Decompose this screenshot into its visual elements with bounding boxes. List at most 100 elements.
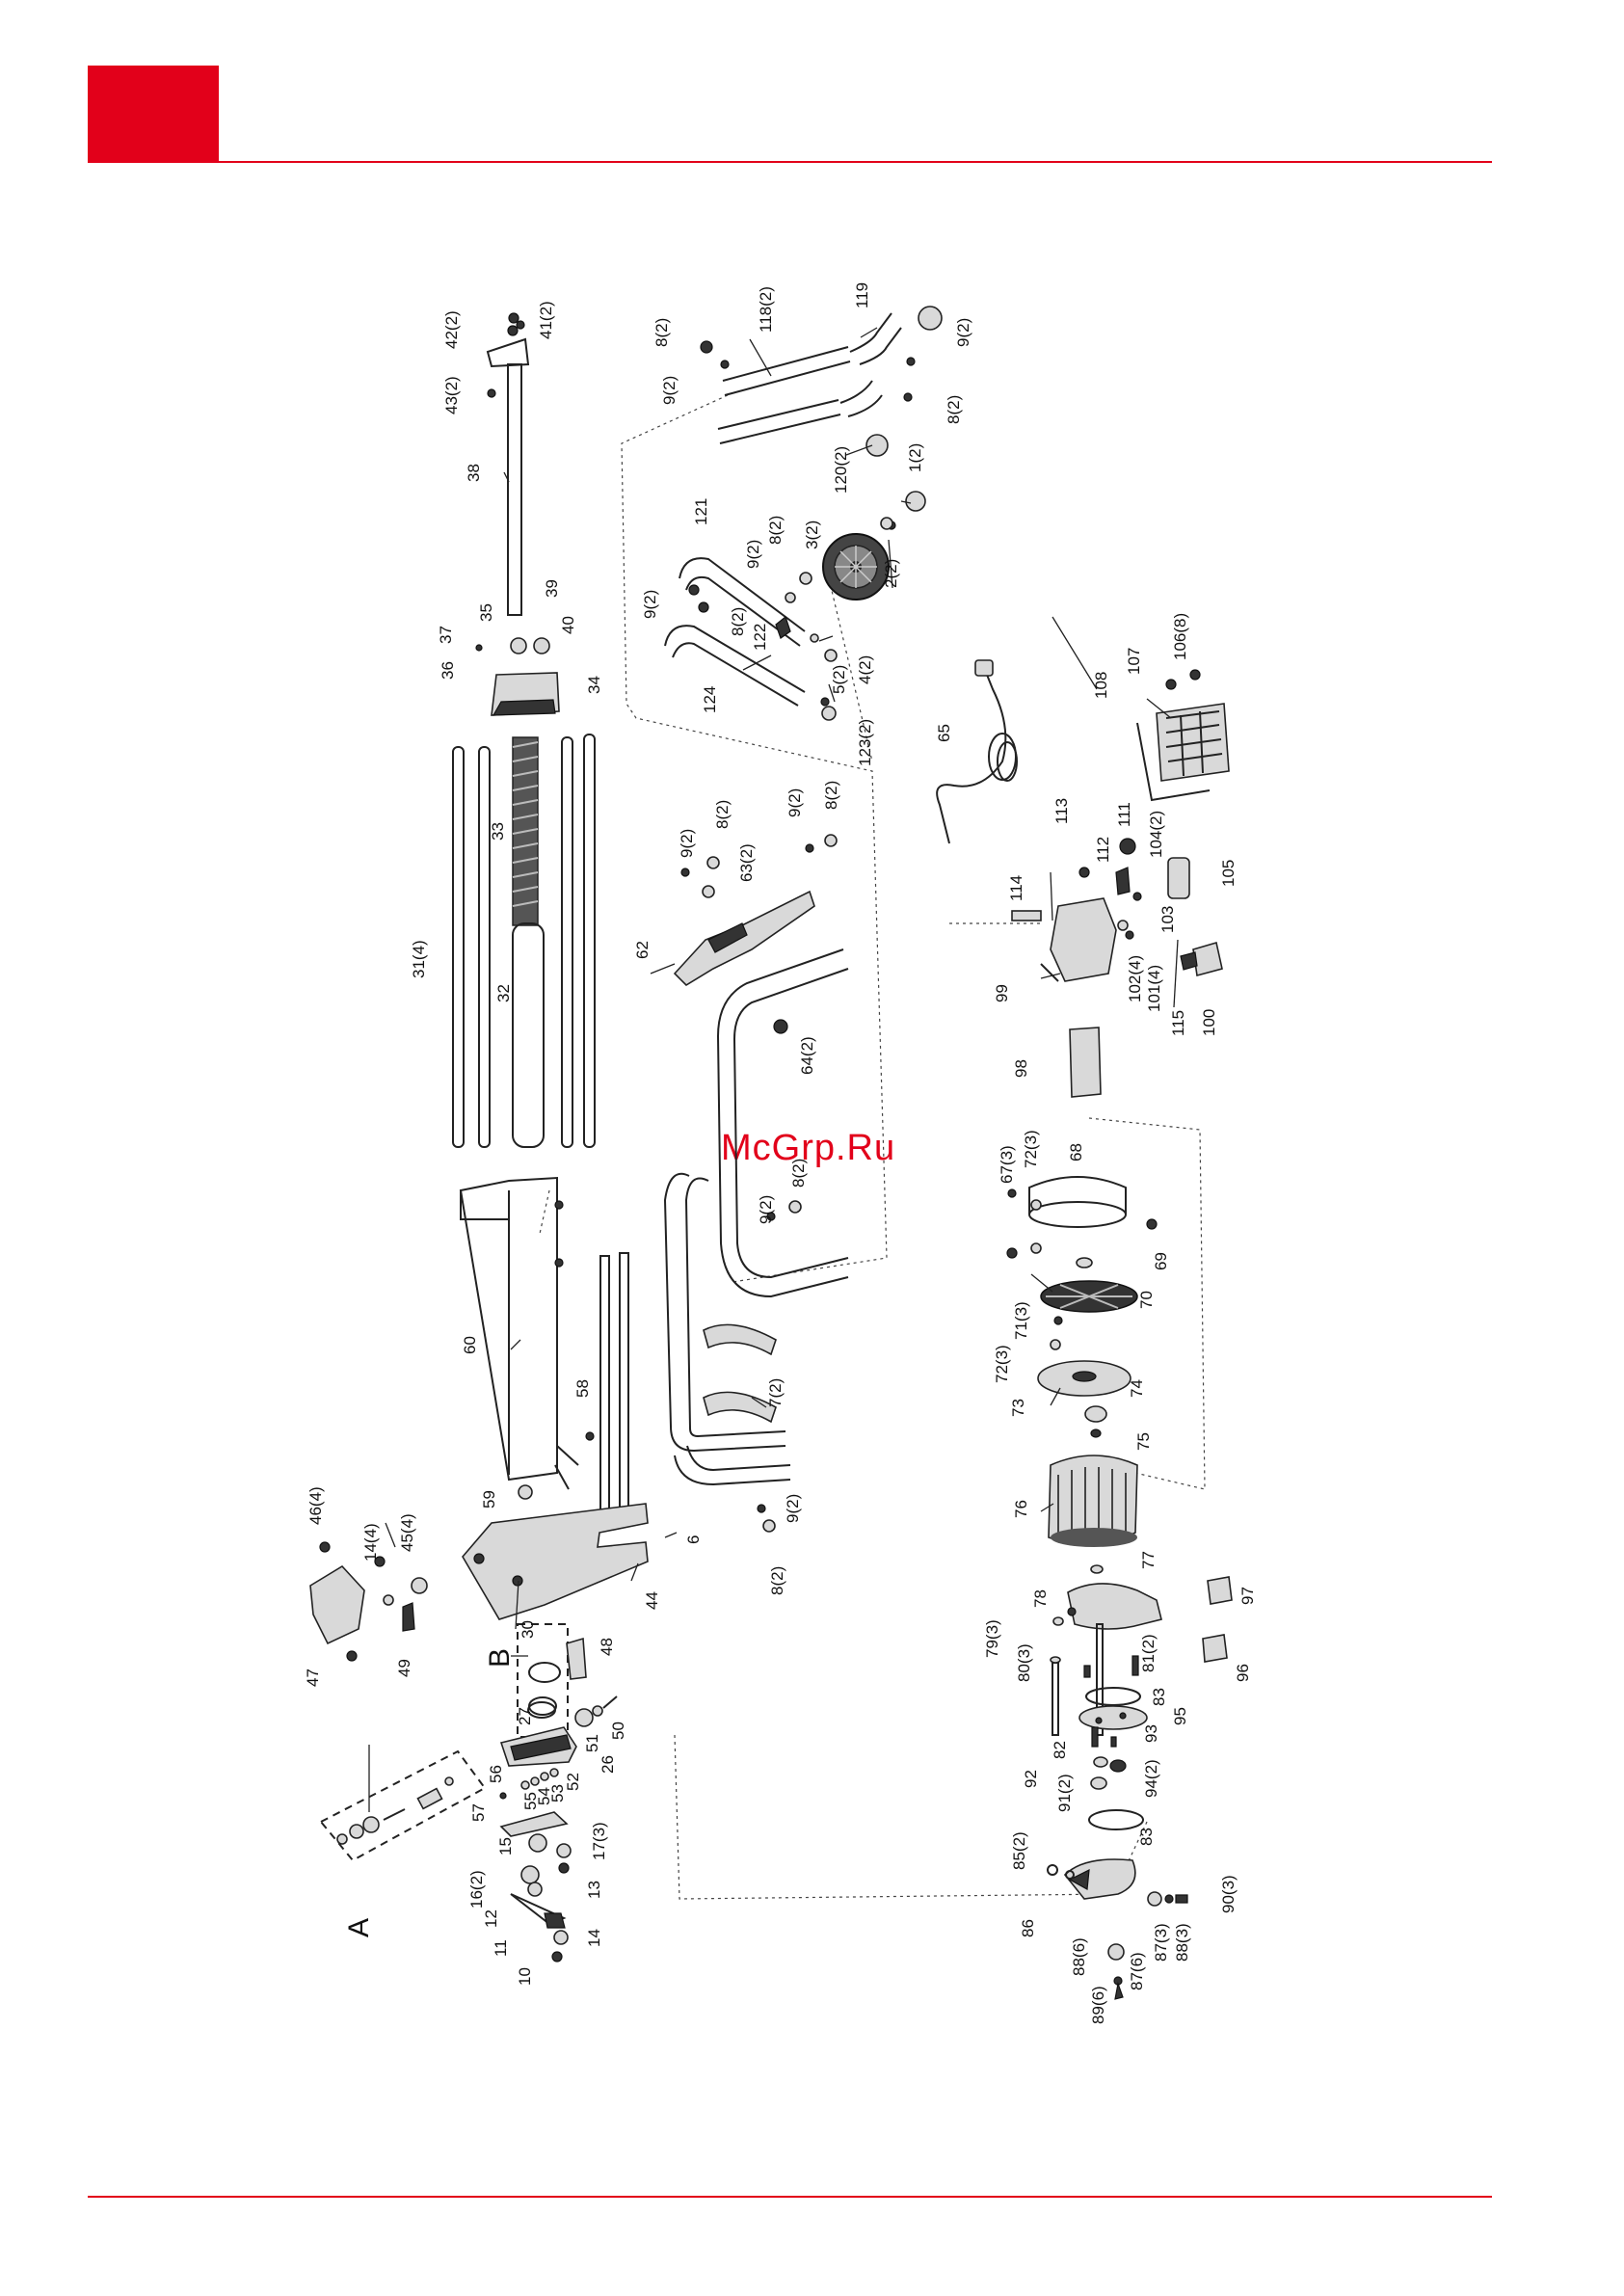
rods-58 xyxy=(599,1252,629,1517)
callout-15: 15 xyxy=(496,1837,515,1855)
handle-parts xyxy=(499,1811,572,1962)
callout-88b: 88(6) xyxy=(1070,1937,1088,1976)
callout-45: 45(4) xyxy=(398,1513,416,1552)
cover-68 xyxy=(1006,1176,1158,1259)
leader-lines xyxy=(368,327,1179,1812)
callout-9a: 9(2) xyxy=(660,376,679,405)
callout-26: 26 xyxy=(599,1755,617,1774)
callout-96: 96 xyxy=(1234,1664,1252,1682)
callout-51: 51 xyxy=(583,1734,601,1752)
callout-8h: 8(2) xyxy=(768,1566,786,1595)
callout-1: 1(2) xyxy=(906,443,924,472)
callout-93: 93 xyxy=(1142,1724,1160,1743)
end-cap-73 xyxy=(1037,1316,1131,1397)
oring-83-upper xyxy=(1085,1687,1141,1706)
callout-88a: 88(3) xyxy=(1173,1923,1191,1962)
callout-68: 68 xyxy=(1067,1143,1085,1161)
callout-12: 12 xyxy=(482,1909,500,1928)
callout-37: 37 xyxy=(437,626,455,644)
callout-40: 40 xyxy=(559,616,577,634)
valve-small-parts xyxy=(499,1768,559,1800)
bolts-79-80 xyxy=(1050,1616,1064,1736)
bearing-74-75 xyxy=(1084,1405,1107,1438)
callout-91: 91(2) xyxy=(1055,1774,1074,1812)
callout-99: 99 xyxy=(993,984,1011,1002)
washer-69 xyxy=(1076,1257,1093,1268)
callout-90: 90(3) xyxy=(1219,1875,1238,1913)
callout-52: 52 xyxy=(564,1773,582,1791)
callout-65: 65 xyxy=(935,724,953,742)
assembly-dotted-lines xyxy=(539,394,1206,1900)
callout-121: 121 xyxy=(692,498,710,525)
section-color-tab xyxy=(88,66,219,162)
handle-tube-upper xyxy=(716,948,849,1298)
callout-2: 2(2) xyxy=(882,559,900,588)
callout-119: 119 xyxy=(853,282,871,308)
callout-97: 97 xyxy=(1238,1587,1257,1605)
pins-81 xyxy=(1083,1655,1139,1678)
callout-83b: 83 xyxy=(1137,1828,1156,1846)
handle-bar-6 xyxy=(663,1172,791,1533)
callout-120: 120(2) xyxy=(832,446,850,494)
callout-32: 32 xyxy=(494,984,513,1002)
callout-112: 112 xyxy=(1094,837,1112,863)
callout-46: 46(4) xyxy=(306,1486,325,1525)
callout-36: 36 xyxy=(439,661,457,680)
callout-49: 49 xyxy=(395,1659,413,1677)
callout-11: 11 xyxy=(492,1939,510,1957)
callout-58: 58 xyxy=(573,1379,592,1398)
callout-41: 41(2) xyxy=(537,301,555,339)
callout-81: 81(2) xyxy=(1139,1634,1158,1672)
bracket-47 xyxy=(309,1541,428,1662)
parts-82-94 xyxy=(1090,1726,1127,1790)
oring-83-lower xyxy=(1088,1809,1144,1830)
block-34 xyxy=(491,672,560,716)
callout-9e: 9(2) xyxy=(678,829,696,858)
stator-76 xyxy=(1048,1455,1138,1547)
callout-103: 103 xyxy=(1158,906,1177,933)
callout-44: 44 xyxy=(643,1591,661,1610)
watermark: McGrp.Ru xyxy=(721,1128,896,1168)
callout-14b: 14(4) xyxy=(361,1523,380,1562)
callout-33: 33 xyxy=(489,822,507,841)
callout-8a: 8(2) xyxy=(652,318,671,347)
callout-31: 31(4) xyxy=(410,940,428,978)
callout-14: 14 xyxy=(585,1929,603,1947)
half-rings-7 xyxy=(703,1323,777,1424)
callout-69: 69 xyxy=(1152,1252,1170,1270)
callout-17: 17(3) xyxy=(590,1822,608,1860)
callout-27: 27 xyxy=(516,1707,534,1725)
callout-a: A xyxy=(343,1918,375,1937)
callout-59: 59 xyxy=(480,1490,498,1508)
callout-104: 104(2) xyxy=(1147,811,1165,858)
callout-72b: 72(3) xyxy=(993,1345,1011,1383)
callout-6: 6 xyxy=(684,1535,703,1544)
power-cord-65 xyxy=(936,659,1018,844)
callout-87a: 87(3) xyxy=(1152,1923,1170,1962)
callout-73: 73 xyxy=(1009,1399,1027,1417)
callout-118: 118(2) xyxy=(757,286,775,333)
callout-8b: 8(2) xyxy=(945,395,963,424)
callout-4: 4(2) xyxy=(856,655,874,684)
callout-115: 115 xyxy=(1169,1010,1187,1036)
callout-107: 107 xyxy=(1125,648,1143,675)
callout-72a: 72(3) xyxy=(1022,1130,1040,1168)
column-38 xyxy=(486,312,530,616)
callout-87b: 87(6) xyxy=(1128,1952,1146,1990)
callout-10: 10 xyxy=(516,1967,534,1986)
tube-32 xyxy=(512,922,545,1148)
plate-98 xyxy=(1069,1027,1102,1098)
detail-box-a xyxy=(319,1749,487,1862)
callout-78: 78 xyxy=(1031,1589,1050,1608)
callout-35: 35 xyxy=(477,603,495,622)
callout-122: 122 xyxy=(751,624,769,651)
callout-94: 94(2) xyxy=(1142,1759,1160,1798)
callout-101: 101(4) xyxy=(1145,965,1163,1012)
fan-70 xyxy=(1040,1280,1138,1313)
callout-13: 13 xyxy=(585,1881,603,1899)
callout-71: 71(3) xyxy=(1012,1301,1030,1340)
callout-8c: 8(2) xyxy=(766,516,785,545)
callout-114: 114 xyxy=(1007,875,1025,901)
screw-33 xyxy=(512,736,539,926)
pump-86 xyxy=(1047,1858,1136,1900)
